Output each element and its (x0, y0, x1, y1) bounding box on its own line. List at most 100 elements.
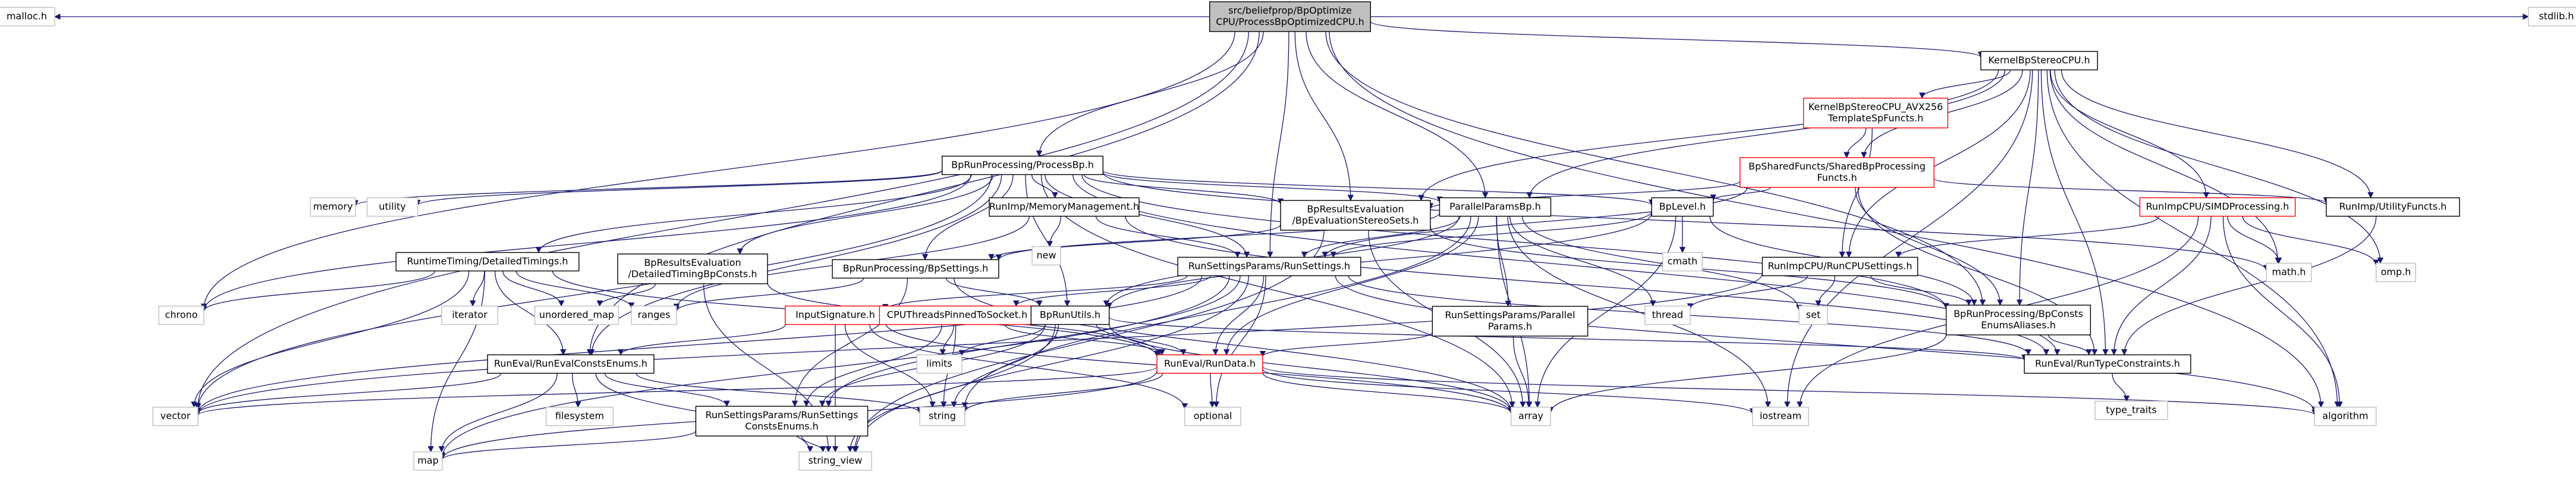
node-cmath[interactable]: cmath (1662, 252, 1703, 272)
node-omp[interactable]: omp.h (2376, 262, 2416, 283)
node-timings[interactable]: RuntimeTiming/DetailedTimings.h (395, 252, 580, 272)
node-kernel[interactable]: KernelBpStereoCPU.h (1980, 51, 2098, 71)
node-filesystem[interactable]: filesystem (545, 406, 614, 426)
edge-processbp-to-bpsettings (921, 174, 1014, 261)
node-string-view[interactable]: string_view (798, 451, 872, 471)
node-memmgmt[interactable]: RunImp/MemoryManagement.h (989, 197, 1140, 217)
node-label: BpRunUtils.h (1040, 309, 1100, 321)
node-cputhreads[interactable]: CPUThreadsPinnedToSocket.h (879, 305, 1036, 325)
edge-runsettings-to-map (439, 275, 1230, 459)
edge-cpuset-to-bpenums (1870, 275, 1972, 306)
node-chrono[interactable]: chrono (158, 305, 205, 325)
node-inputsig[interactable]: InputSignature.h (785, 305, 886, 325)
node-array[interactable]: array (1511, 406, 1551, 426)
node-evalsets[interactable]: BpResultsEvaluation/BpEvaluationStereoSe… (1280, 200, 1431, 231)
node-label: RunImpCPU/RunCPUSettings.h (1767, 261, 1912, 272)
edge-bpenums-to-typeconstraints (2048, 334, 2092, 356)
edge-layer (54, 13, 2529, 460)
node-label: TemplateSpFuncts.h (1828, 112, 1924, 124)
node-kernel-avx[interactable]: KernelBpStereoCPU_AVX256TemplateSpFuncts… (1803, 98, 1949, 128)
edge-inputsig-to-string (844, 324, 936, 408)
node-runevalenums[interactable]: RunEval/RunEvalConstsEnums.h (487, 354, 655, 374)
node-rsenums[interactable]: RunSettingsParams/RunSettingsConstsEnums… (695, 406, 869, 437)
edge-root-to-evalsets (1294, 31, 1354, 202)
edge-parallel-to-thread (1509, 216, 1656, 307)
edge-cpuset-to-set (1815, 275, 1836, 307)
node-box (1030, 305, 1110, 325)
node-utility[interactable]: utility (366, 197, 419, 217)
edge-typeconstraints-to-type_traits (2112, 373, 2130, 402)
node-bpsettings[interactable]: BpRunProcessing/BpSettings.h (832, 259, 999, 279)
node-label: string (929, 410, 956, 422)
node-iterator[interactable]: iterator (441, 305, 498, 325)
node-rundata[interactable]: RunEval/RunData.h (1156, 354, 1263, 374)
node-label: limits (926, 358, 952, 369)
node-parallelrs[interactable]: RunSettingsParams/ParallelParams.h (1432, 306, 1589, 337)
node-cpuset[interactable]: RunImpCPU/RunCPUSettings.h (1762, 256, 1918, 277)
node-utilfuncts[interactable]: RunImp/UtilityFuncts.h (2326, 197, 2460, 217)
node-algorithm[interactable]: algorithm (2314, 406, 2377, 426)
node-iostream[interactable]: iostream (1752, 406, 1809, 426)
node-memory[interactable]: memory (310, 197, 356, 217)
edge-cpuset-to-thread (1687, 275, 1808, 310)
node-processbp[interactable]: BpRunProcessing/ProcessBp.h (942, 155, 1103, 175)
node-label: cmath (1668, 256, 1698, 267)
node-box (2376, 262, 2416, 283)
node-type-traits[interactable]: type_traits (2094, 400, 2168, 421)
node-runsettings[interactable]: RunSettingsParams/RunSettings.h (1177, 256, 1361, 277)
node-typeconstraints[interactable]: RunEval/RunTypeConstraints.h (2024, 354, 2191, 374)
node-limits[interactable]: limits (916, 354, 963, 374)
node-label: optional (1194, 410, 1232, 422)
node-label: RunSettingsParams/RunSettings (705, 409, 858, 421)
edge-runsettings-to-inputsig (882, 275, 1188, 310)
edge-processbp-to-timings (536, 174, 972, 253)
node-label: string_view (809, 455, 863, 467)
node-box (1803, 98, 1949, 128)
node-vector[interactable]: vector (152, 406, 199, 426)
edge-cpuset-to-vector (194, 273, 1763, 415)
edge-parallel-to-set (1521, 216, 1803, 311)
node-string[interactable]: string (919, 406, 965, 426)
node-optional[interactable]: optional (1184, 406, 1241, 426)
edge-runsettings-to-optional (1213, 275, 1266, 408)
node-unordered-map[interactable]: unordered_map (534, 305, 619, 325)
edge-simd-to-cpuset (1895, 216, 2160, 258)
node-box (2139, 197, 2296, 217)
node-new[interactable]: new (1031, 246, 1061, 266)
edge-kernel-to-parallel (1526, 70, 2005, 199)
node-stdlib[interactable]: stdlib.h (2528, 7, 2576, 27)
node-bprunutils[interactable]: BpRunUtils.h (1030, 305, 1110, 325)
node-map[interactable]: map (413, 451, 443, 471)
node-label: BpSharedFuncts/SharedBpProcessing (1748, 161, 1926, 172)
node-root[interactable]: src/beliefprop/BpOptimizeCPU/ProcessBpOp… (1209, 1, 1371, 32)
node-bplevel[interactable]: BpLevel.h (1651, 197, 1714, 217)
node-simd[interactable]: RunImpCPU/SIMDProcessing.h (2139, 197, 2296, 217)
node-shared[interactable]: BpSharedFuncts/SharedBpProcessingFuncts.… (1740, 157, 1935, 188)
node-label: RunImp/UtilityFuncts.h (2339, 201, 2447, 212)
edge-runevalenums-to-filesystem (571, 373, 581, 408)
node-box (1177, 256, 1361, 277)
edge-timings-to-ranges (515, 271, 635, 309)
edge-kernel-to-omp (2054, 70, 2384, 264)
node-box (1031, 246, 1061, 266)
node-box (310, 197, 356, 217)
node-box (366, 197, 419, 217)
node-set[interactable]: set (1798, 305, 1828, 325)
node-bpconsts[interactable]: BpResultsEvaluation/DetailedTimingBpCons… (617, 253, 768, 284)
node-label: BpResultsEvaluation (644, 257, 741, 268)
node-label: CPU/ProcessBpOptimizedCPU.h (1216, 16, 1364, 27)
node-ranges[interactable]: ranges (631, 305, 677, 325)
node-label: iterator (452, 309, 487, 321)
edge-simd-to-typeconstraints (2111, 216, 2212, 356)
node-parallel[interactable]: ParallelParamsBp.h (1439, 197, 1552, 217)
edge-root-to-chrono (200, 31, 1235, 310)
node-mathh[interactable]: math.h (2266, 262, 2312, 283)
node-box (2094, 400, 2168, 421)
node-box (152, 406, 199, 426)
node-thread[interactable]: thread (1644, 305, 1691, 325)
node-label: new (1036, 250, 1056, 261)
node-label: src/beliefprop/BpOptimize (1228, 5, 1352, 16)
node-label: /BpEvaluationStereoSets.h (1292, 215, 1419, 226)
node-malloc[interactable]: malloc.h (0, 7, 55, 27)
